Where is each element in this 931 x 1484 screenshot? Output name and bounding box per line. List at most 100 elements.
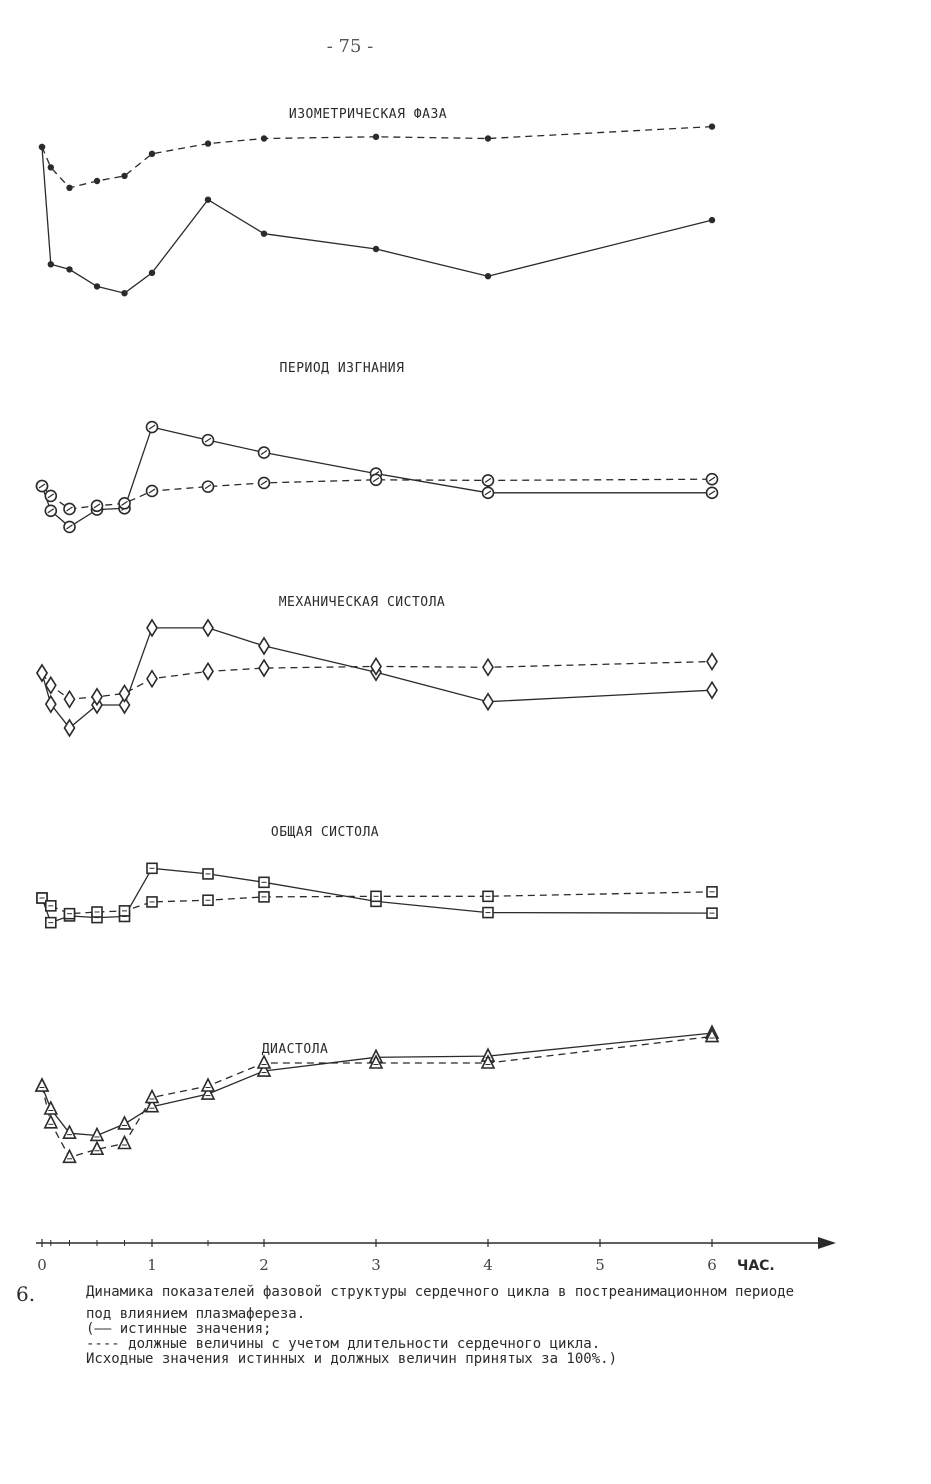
legend-due-values: ---- должные величины с учетом длительно… <box>86 1336 601 1352</box>
panel-1-dashed-point-8 <box>260 135 268 142</box>
figure-number: 6. <box>16 1282 36 1306</box>
panel-2-dashed-point-8-tick <box>260 480 268 486</box>
panel-5-dashed-point-6 <box>144 1088 160 1104</box>
panel-1-dashed-point-6 <box>148 150 156 157</box>
panel-3-solid-point-10 <box>482 692 494 712</box>
panel-1-dashed-point-5 <box>121 172 128 180</box>
panel-1-solid-point-9 <box>372 245 380 253</box>
panel-3-dashed-point-1 <box>36 663 48 683</box>
panel-2-dashed-point-11-tick <box>708 476 716 482</box>
panel-1-dashed-point-2 <box>47 164 54 171</box>
panel-1-dashed-point-7 <box>204 140 212 147</box>
x-axis-unit-label: ЧАС. <box>737 1258 775 1274</box>
caption-line-2: под влиянием плазмафереза. <box>86 1306 306 1322</box>
panel-2-dashed-point-10-tick <box>484 477 492 483</box>
panel-5-dashed-point-11 <box>704 1027 720 1043</box>
panel-1-dashed-point-9 <box>372 133 380 140</box>
panel-3-dashed-point-2 <box>44 675 57 695</box>
panel-3-dashed-point-7 <box>202 661 214 681</box>
x-tick-label-1: 1 <box>147 1256 157 1274</box>
panel-3-dashed-point-4 <box>91 687 103 707</box>
panel-title-4: ОБЩАЯ СИСТОЛА <box>271 825 379 840</box>
panel-2-solid-point-6-tick <box>148 424 156 430</box>
panel-3-solid-point-7 <box>202 618 214 638</box>
panel-5-solid-point-4 <box>89 1126 105 1142</box>
x-axis-arrow <box>818 1237 836 1249</box>
panel-1-solid-point-2 <box>47 261 54 268</box>
x-tick-label-2: 2 <box>259 1256 269 1274</box>
panel-1-solid-point-11 <box>708 216 716 224</box>
panel-1-solid-point-10 <box>484 273 492 280</box>
panel-1-dashed-point-11 <box>708 123 716 130</box>
panel-3-solid-point-2 <box>44 694 57 714</box>
page-number: - 75 - <box>326 36 374 57</box>
panel-5-dashed-point-4 <box>89 1140 105 1156</box>
panel-3-dashed-point-3 <box>63 689 76 709</box>
panel-5-dashed-point-1 <box>34 1077 50 1092</box>
panel-5-solid-point-2 <box>43 1100 59 1115</box>
panel-1-dashed-point-10 <box>484 135 492 142</box>
panel-1-solid-point-5 <box>121 290 128 297</box>
panel-1-solid-point-8 <box>260 230 268 237</box>
panel-3-dashed-point-10 <box>482 657 494 677</box>
panel-3-dashed-point-6 <box>146 669 158 689</box>
panel-5-solid-point-8 <box>256 1062 272 1077</box>
panel-5-dashed-point-8 <box>256 1054 272 1069</box>
panel-title-1: ИЗОМЕТРИЧЕСКАЯ ФАЗА <box>289 107 447 122</box>
caption-line-1: Динамика показателей фазовой структуры с… <box>86 1284 795 1300</box>
x-tick-label-4: 4 <box>483 1256 493 1274</box>
panel-5-dashed-line <box>41 1035 713 1159</box>
x-tick-label-5: 5 <box>595 1256 605 1274</box>
panel-5-solid-point-3 <box>62 1124 77 1139</box>
panel-1-solid-point-3 <box>66 266 73 273</box>
panel-5-dashed-point-10 <box>480 1054 496 1069</box>
panel-2-dashed-point-6-tick <box>148 488 156 494</box>
panel-5-solid-point-5 <box>117 1115 132 1130</box>
caption-note: Исходные значения истинных и должных вел… <box>86 1351 618 1367</box>
panel-3-dashed-point-9 <box>370 656 382 676</box>
panel-2-dashed-point-2-tick <box>47 493 55 499</box>
panel-5-dashed-point-2 <box>43 1114 59 1129</box>
panel-3-solid-point-3 <box>63 718 76 738</box>
panel-1-dashed-point-4 <box>93 177 101 185</box>
x-tick-label-0: 0 <box>37 1256 47 1274</box>
panel-3-dashed-point-11 <box>706 652 718 672</box>
panel-1-dashed-point-3 <box>66 184 73 191</box>
panel-3-solid-point-8 <box>258 636 270 656</box>
panel-2-solid-point-7-tick <box>204 437 212 443</box>
x-tick-label-6: 6 <box>707 1256 717 1274</box>
panel-1-dashed-line <box>41 125 713 189</box>
panel-3-dashed-point-8 <box>258 658 270 678</box>
panel-title-3: МЕХАНИЧЕСКАЯ СИСТОЛА <box>279 595 446 610</box>
panel-1-solid-point-7 <box>204 196 212 203</box>
panel-2-solid-point-2-tick <box>47 508 55 514</box>
panel-title-2: ПЕРИОД ИЗГНАНИЯ <box>280 361 405 376</box>
x-tick-label-3: 3 <box>371 1256 381 1274</box>
panel-title-5: ДИАСТОЛА <box>262 1042 329 1057</box>
panel-2-solid-point-3-tick <box>66 524 73 530</box>
panel-3-solid-point-5 <box>118 695 131 715</box>
panel-3-solid-point-11 <box>706 680 718 700</box>
panel-2-dashed-point-9-tick <box>372 477 380 483</box>
panel-2-dashed-point-7-tick <box>204 484 212 490</box>
panel-2-dashed-point-3-tick <box>66 506 73 512</box>
panel-1-dashed-point-1 <box>38 143 46 151</box>
panel-5-dashed-point-7 <box>200 1077 216 1092</box>
panel-3-dashed-point-5 <box>118 683 131 704</box>
panel-1-solid-line <box>41 146 713 294</box>
legend-true-values: (—— истинные значения; <box>86 1321 272 1337</box>
panel-5-solid-point-6 <box>144 1097 160 1113</box>
panel-2-solid-point-11-tick <box>708 490 716 496</box>
panel-3-solid-point-6 <box>146 618 158 638</box>
panel-4-dashed-line <box>41 891 713 915</box>
panel-5-dashed-point-5 <box>117 1134 132 1150</box>
panel-2-solid-point-10-tick <box>484 490 492 496</box>
panel-5-dashed-point-3 <box>62 1148 77 1164</box>
panel-1-solid-point-4 <box>93 283 101 290</box>
panel-1-solid-point-6 <box>148 269 156 276</box>
panel-2-solid-point-8-tick <box>260 450 268 456</box>
panel-5-dashed-point-9 <box>368 1054 384 1069</box>
panel-2-dashed-point-4-tick <box>93 503 101 509</box>
panel-2-dashed-point-5-tick <box>121 500 128 506</box>
